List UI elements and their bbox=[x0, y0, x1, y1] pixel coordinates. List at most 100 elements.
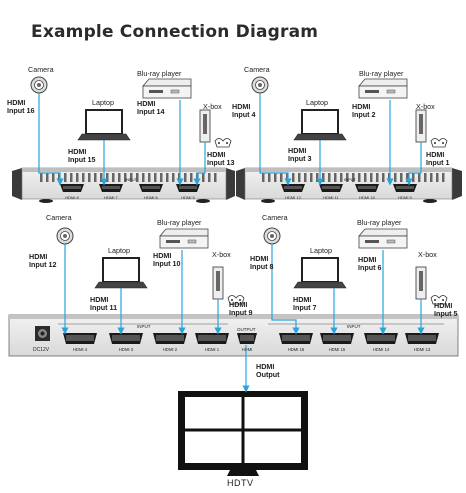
top-right-hdmi-port: HDMI 10 bbox=[355, 184, 379, 200]
hdmi-port-label: HDMI 12 bbox=[285, 195, 302, 200]
hdmi-cable bbox=[259, 93, 292, 186]
bluray-player-icon bbox=[159, 228, 209, 249]
bottom-right-hdmi-port: HDMI 15 bbox=[320, 333, 354, 352]
top-right-camera-label: Camera bbox=[244, 65, 270, 74]
laptop-icon bbox=[293, 257, 347, 289]
hdmi-port-label: HDMI 11 bbox=[323, 195, 339, 200]
top-left-hdmi-port: HDMI 8 bbox=[60, 184, 84, 200]
top-left-camera-input: HDMI Input 16 bbox=[7, 98, 35, 115]
hdmi-port-label: HDMI 3 bbox=[119, 347, 134, 352]
hdmi-port-label: HDMI 1 bbox=[205, 347, 220, 352]
vent-slots bbox=[262, 173, 445, 182]
switch-ear-left bbox=[236, 168, 245, 200]
camera-icon bbox=[263, 227, 281, 245]
output-group-label: OUTPUT bbox=[237, 327, 256, 332]
hdmi-port-label: HDMI 6 bbox=[144, 195, 158, 200]
top-left-hdmi-port: HDMI 6 bbox=[139, 184, 163, 200]
bottom-left-bluray-input: HDMI Input 10 bbox=[153, 251, 181, 268]
top-right-hdmi-port: HDMI 12 bbox=[281, 184, 305, 200]
bottom-right-bluray-input: HDMI Input 6 bbox=[358, 255, 382, 272]
hdmi-cable bbox=[405, 142, 422, 186]
bottom-left-xbox-label: X-box bbox=[212, 250, 231, 259]
switch-foot bbox=[261, 199, 275, 203]
top-left-input-label: INPUT bbox=[125, 177, 138, 182]
switch-foot bbox=[196, 199, 210, 203]
controller-icon bbox=[214, 138, 232, 148]
bottom-left-camera-input: HDMI Input 12 bbox=[29, 252, 57, 269]
top-right-camera-input: HDMI Input 4 bbox=[232, 102, 256, 119]
hdmi-output-label: HDMI Output bbox=[256, 362, 280, 379]
controller-icon bbox=[430, 295, 448, 305]
dc-power-label: DC12V bbox=[33, 347, 50, 353]
bottom-left-camera-label: Camera bbox=[46, 213, 72, 222]
diagram-title: Example Connection Diagram bbox=[31, 22, 319, 42]
xbox-icon bbox=[212, 266, 245, 305]
bottom-left-hdmi-port: HDMI 1 bbox=[195, 333, 229, 352]
top-right-hdmi-port: HDMI 9 bbox=[393, 184, 417, 200]
controller-icon bbox=[430, 138, 448, 148]
top-right-bluray-input: HDMI Input 2 bbox=[352, 102, 376, 119]
switch-ear-right bbox=[226, 168, 235, 200]
hdmi-cable bbox=[271, 244, 300, 335]
top-left-xbox-label: X-box bbox=[203, 102, 222, 111]
hdmi-port-label: HDMI 4 bbox=[73, 347, 88, 352]
top-right-xbox-input: HDMI Input 1 bbox=[426, 150, 450, 167]
laptop-icon bbox=[77, 109, 131, 141]
bottom-right-bluray-label: Blu-ray player bbox=[357, 218, 402, 227]
bluray-player-icon bbox=[358, 78, 408, 99]
top-left-bluray-input: HDMI Input 14 bbox=[137, 99, 165, 116]
bottom-right-camera-label: Camera bbox=[262, 213, 288, 222]
bottom-left-xbox-input: HDMI Input 9 bbox=[229, 300, 253, 317]
top-left-camera-label: Camera bbox=[28, 65, 54, 74]
xbox-icon bbox=[415, 109, 448, 148]
hdmi-port-label: HDMI 14 bbox=[373, 347, 390, 352]
top-left-laptop-input: HDMI Input 15 bbox=[68, 147, 96, 164]
tv-stand bbox=[227, 470, 259, 476]
top-right-bluray-label: Blu-ray player bbox=[359, 69, 404, 78]
top-left-hdmi-port: HDMI 5 bbox=[176, 184, 200, 200]
top-right-hdmi-port: HDMI 11 bbox=[319, 184, 343, 200]
hdmi-port-label: HDMI 15 bbox=[329, 347, 346, 352]
bottom-right-hdmi-port: HDMI 14 bbox=[364, 333, 398, 352]
hdmi-port-label: HDMI 9 bbox=[398, 195, 412, 200]
bottom-left-laptop-label: Laptop bbox=[108, 246, 130, 255]
top-right-input-label: INPUT bbox=[344, 177, 357, 182]
hdmi-port-label: HDMI 7 bbox=[104, 195, 118, 200]
switch-foot bbox=[39, 199, 53, 203]
vent-slots bbox=[40, 173, 217, 182]
switch-ear-left bbox=[12, 168, 22, 200]
controller-icon bbox=[227, 295, 245, 305]
bottom-right-xbox-label: X-box bbox=[418, 250, 437, 259]
laptop-icon bbox=[293, 109, 347, 141]
bluray-player-icon bbox=[142, 78, 192, 99]
top-left-laptop-label: Laptop bbox=[92, 98, 114, 107]
top-left-bluray-label: Blu-ray player bbox=[137, 69, 182, 78]
top-left-xbox-input: HDMI Input 13 bbox=[207, 150, 235, 167]
hdtv-label: HDTV bbox=[227, 478, 254, 488]
camera-icon bbox=[56, 227, 74, 245]
bottom-left-hdmi-port: HDMI 4 bbox=[63, 333, 97, 352]
xbox-icon bbox=[415, 266, 448, 305]
hdmi-port-label: HDMI 5 bbox=[181, 195, 195, 200]
hdmi-port-label: HDMI bbox=[242, 347, 253, 352]
top-right-xbox-label: X-box bbox=[416, 102, 435, 111]
bottom-right-laptop-label: Laptop bbox=[310, 246, 332, 255]
bottom-right-hdmi-port: HDMI 13 bbox=[405, 333, 439, 352]
hdmi-cable bbox=[38, 93, 64, 186]
bottom-right-xbox-input: HDMI Input 5 bbox=[434, 301, 458, 318]
bottom-left-input-label: INPUT bbox=[137, 324, 151, 329]
bottom-left-bluray-label: Blu-ray player bbox=[157, 218, 202, 227]
camera-icon bbox=[30, 76, 48, 94]
top-left-hdmi-port: HDMI 7 bbox=[99, 184, 123, 200]
hdmi-port-label: HDMI 10 bbox=[359, 195, 376, 200]
bottom-right-laptop-input: HDMI Input 7 bbox=[293, 295, 317, 312]
laptop-icon bbox=[94, 257, 148, 289]
top-right-laptop-input: HDMI Input 3 bbox=[288, 146, 312, 163]
hdmi-output-port: HDMI bbox=[237, 333, 257, 352]
hdmi-port-label: HDMI 8 bbox=[65, 195, 79, 200]
switch-ear-right bbox=[452, 168, 462, 200]
hdmi-port-label: HDMI 16 bbox=[288, 347, 305, 352]
bottom-left-hdmi-port: HDMI 2 bbox=[153, 333, 187, 352]
bluray-player-icon bbox=[358, 228, 408, 249]
